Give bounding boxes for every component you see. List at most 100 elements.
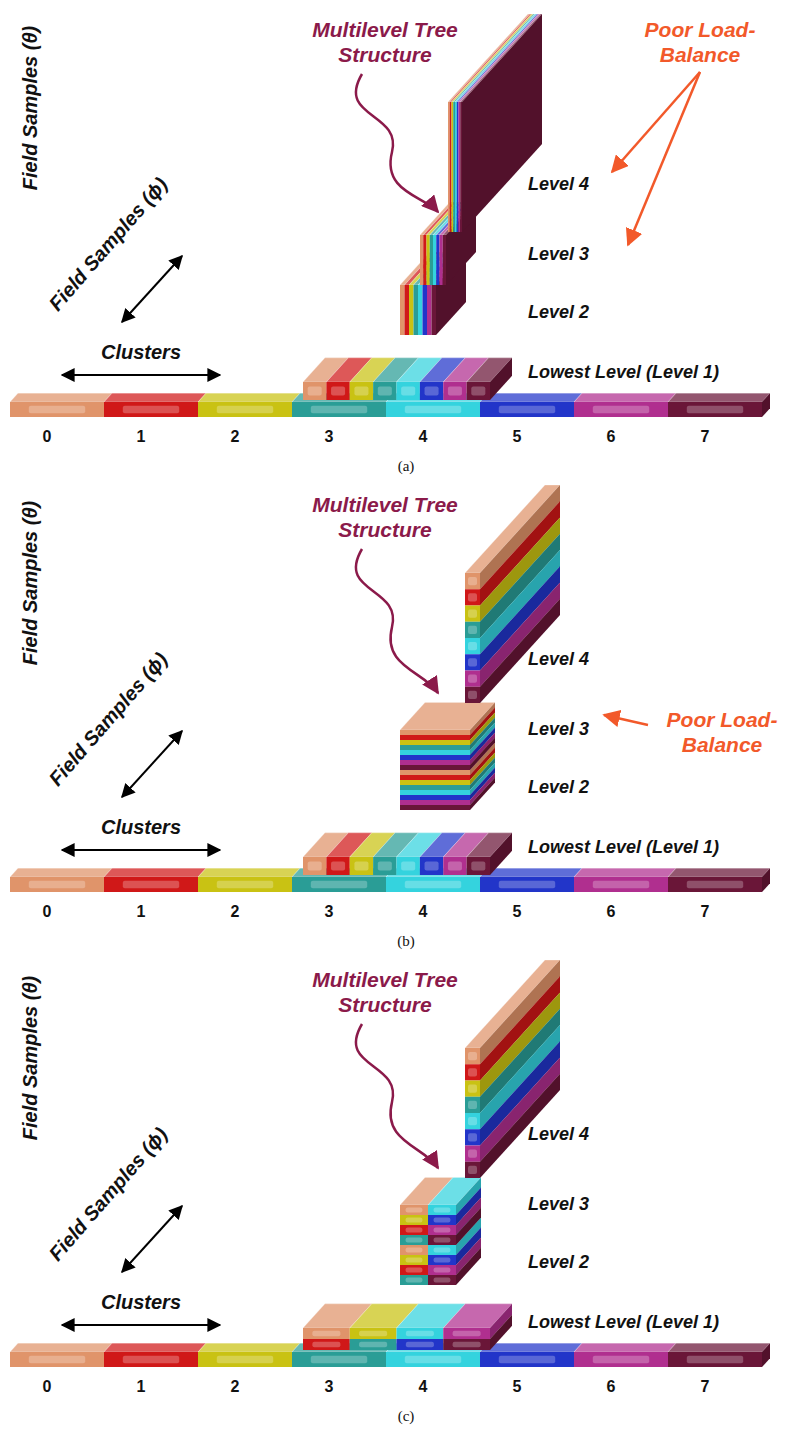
level-3-block-front [400, 1205, 428, 1215]
axis-label: Clusters [101, 815, 181, 839]
level-3-block-front [428, 1205, 456, 1215]
level-label: Level 4 [528, 649, 589, 671]
cluster-bar-front [480, 402, 574, 417]
warning-arrow [612, 72, 700, 172]
cluster-number: 2 [231, 902, 240, 921]
level-4-block-front [450, 102, 452, 232]
axis-label: Clusters [101, 1290, 181, 1314]
cluster-number: 1 [137, 427, 146, 446]
cluster-bar-side-shade [762, 1343, 770, 1367]
level-1-block-front [373, 857, 396, 875]
level-label: Level 2 [528, 1252, 589, 1274]
level-1-block-glint [406, 1331, 434, 1337]
level-4-block-glint [468, 1101, 477, 1109]
cluster-bar-glint [405, 1356, 461, 1364]
panel-caption: (b) [397, 932, 415, 950]
level-2-block-glint [434, 1258, 451, 1263]
cluster-axis-arrow [62, 374, 220, 376]
cluster-bar-top [10, 868, 112, 877]
sample-axis-arrow [122, 731, 182, 797]
level-1-block-front [420, 857, 443, 875]
level-3-block-front [443, 235, 446, 285]
level-3-block-front [428, 1225, 456, 1235]
cluster-number: 2 [231, 1377, 240, 1396]
level-1-block-glint [453, 1342, 481, 1348]
level-1-block-glint [354, 862, 368, 871]
cluster-bar-top-shade [480, 868, 582, 877]
tree-callout: Multilevel Tree Structure [293, 967, 478, 1017]
level-4-block-side-shade [462, 14, 542, 232]
warning-arrow [604, 715, 648, 725]
axis-label: Field Samples (θ) [18, 976, 42, 1141]
level-1-block-front [303, 1328, 350, 1339]
level-3-block-front [428, 1235, 456, 1245]
cluster-bar-top-shade [104, 393, 206, 402]
level-3-block-glint [406, 1218, 423, 1223]
tree-callout: Multilevel Tree Structure [293, 492, 478, 542]
level-3-block-front [423, 235, 426, 285]
cluster-number: 0 [43, 1377, 52, 1396]
cluster-bar-front [104, 1352, 198, 1367]
level-4-block-front [465, 1048, 480, 1064]
cluster-bar-top [10, 393, 112, 402]
level-1-block-glint [448, 862, 462, 871]
level-2-block-side-shade [470, 773, 495, 806]
level-3-block-front [400, 740, 470, 745]
level-1-block-side-shade [490, 1315, 512, 1350]
cluster-bar-glint [593, 1356, 649, 1364]
cluster-bar-top [480, 1343, 582, 1352]
level-1-block-glint [406, 1342, 434, 1348]
level-2-block-front [428, 1245, 456, 1255]
cluster-number: 4 [419, 1377, 428, 1396]
level-4-block-side [480, 1058, 560, 1162]
level-2-block-front [400, 780, 470, 785]
cluster-bar-top [104, 868, 206, 877]
tree-callout-arrow [356, 74, 438, 212]
level-4-block-glint [468, 1166, 477, 1174]
level-3-block-front [433, 235, 436, 285]
level-4-block-glint [468, 1150, 477, 1158]
tree-callout-arrow [356, 549, 438, 693]
level-2-block-front [400, 795, 470, 800]
level-4-block-front [465, 1129, 480, 1145]
panel [10, 960, 770, 1367]
level-1-block-side [490, 358, 512, 400]
cluster-bar-glint [499, 406, 555, 414]
cluster-bar-top-shade [480, 1343, 582, 1352]
level-1-block-side-shade [490, 358, 512, 400]
cluster-bar-front [386, 1352, 480, 1367]
cluster-bar-front [574, 877, 668, 892]
level-4-block-front [465, 1162, 480, 1178]
level-2-block-front [400, 790, 470, 795]
level-1-block-glint [378, 862, 392, 871]
cluster-number: 1 [137, 902, 146, 921]
level-1-block-glint [453, 1331, 481, 1337]
level-3-block-side-shade [470, 733, 495, 766]
cluster-bar-top-shade [104, 1343, 206, 1352]
cluster-number: 7 [701, 1377, 710, 1396]
cluster-bar-side [762, 393, 770, 417]
cluster-axis-arrow [62, 1324, 220, 1326]
level-label: Lowest Level (Level 1) [528, 837, 719, 859]
level-1-block-front [443, 382, 466, 400]
level-4-block-glint [468, 577, 477, 585]
cluster-bar-top [668, 868, 770, 877]
level-1-block-front [303, 382, 326, 400]
level-3-block-side-shade [470, 738, 495, 771]
level-2-block-glint [434, 1268, 451, 1273]
level-3-block-front [440, 235, 443, 285]
level-1-block-glint [308, 387, 322, 396]
level-1-block-front [443, 1339, 490, 1350]
level-3-block-glint [406, 1238, 423, 1243]
level-3-block-front [400, 1215, 428, 1225]
cluster-bar-glint [687, 1356, 743, 1364]
level-1-block-front [303, 857, 326, 875]
level-2-block-side [470, 773, 495, 806]
level-4-block-front [448, 102, 450, 232]
level-4-block-front [465, 1113, 480, 1129]
cluster-number: 3 [325, 427, 334, 446]
level-3-block-front [400, 760, 470, 765]
level-4-block-glint [468, 626, 477, 634]
cluster-bar-top-shade [480, 393, 582, 402]
cluster-bar-top-shade [198, 868, 300, 877]
